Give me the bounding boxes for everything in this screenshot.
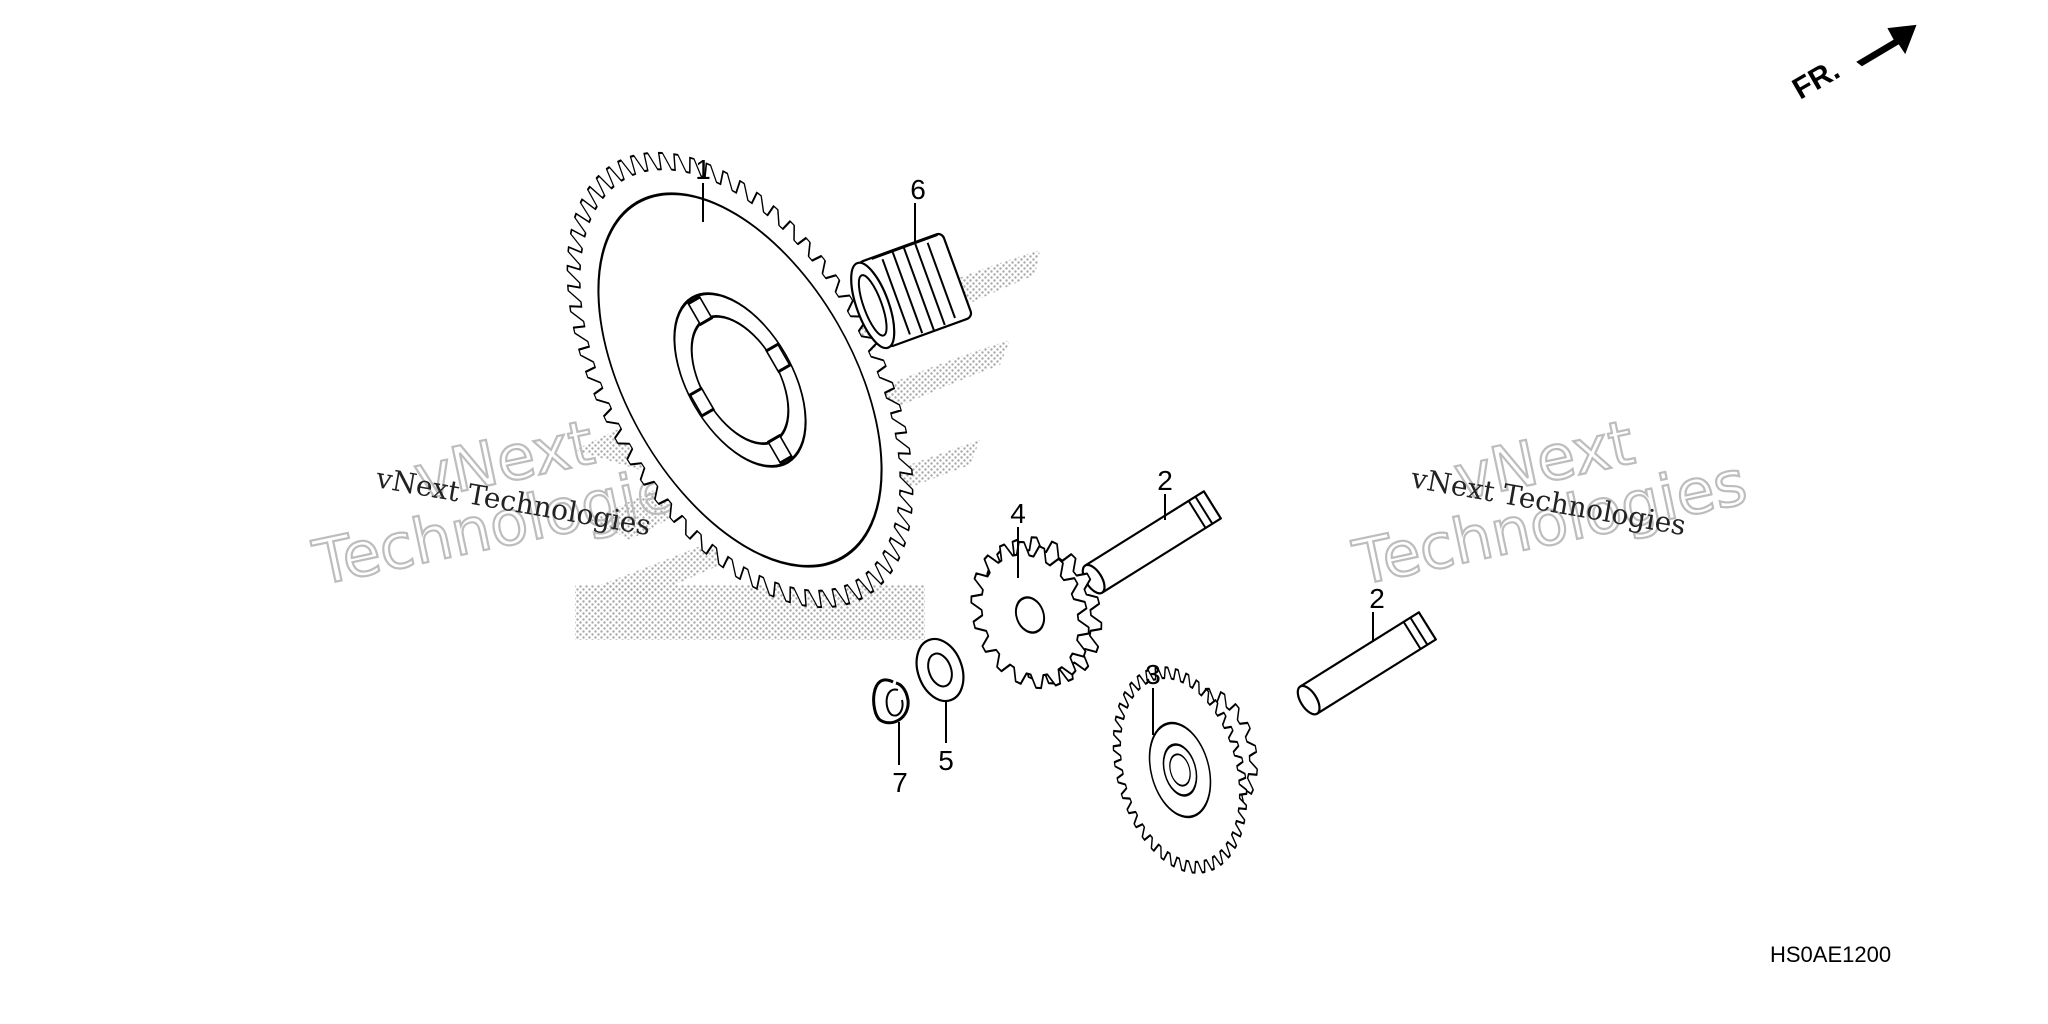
callout-2b: 2	[1369, 583, 1385, 614]
callout-4: 4	[1010, 498, 1026, 529]
watermark-right: vNext Technologies vNext Technologies	[1346, 405, 1754, 601]
direction-label: FR.	[1787, 53, 1845, 106]
spur-gear[interactable]	[952, 521, 1121, 705]
callout-7: 7	[892, 767, 908, 798]
callout-1: 1	[695, 154, 711, 185]
callout-5: 5	[938, 745, 954, 776]
leader-lines	[702, 183, 1374, 765]
diagram-code: HS0AE1200	[1770, 942, 1891, 967]
shaft-upper[interactable]	[1078, 490, 1222, 597]
thrust-washer[interactable]	[908, 632, 971, 707]
circlip[interactable]	[872, 678, 910, 725]
direction-indicator: FR.	[1787, 24, 1917, 106]
callout-3: 3	[1145, 659, 1161, 690]
callout-2a: 2	[1157, 465, 1173, 496]
shaft-lower[interactable]	[1293, 611, 1437, 718]
forward-arrow-icon	[1856, 24, 1917, 67]
callout-labels: 1 6 2 2 4 3 5 7	[695, 154, 1385, 798]
compound-gear[interactable]	[1092, 648, 1283, 887]
needle-bearing[interactable]	[842, 232, 973, 353]
large-driven-gear[interactable]	[496, 95, 984, 665]
callout-6: 6	[910, 174, 926, 205]
